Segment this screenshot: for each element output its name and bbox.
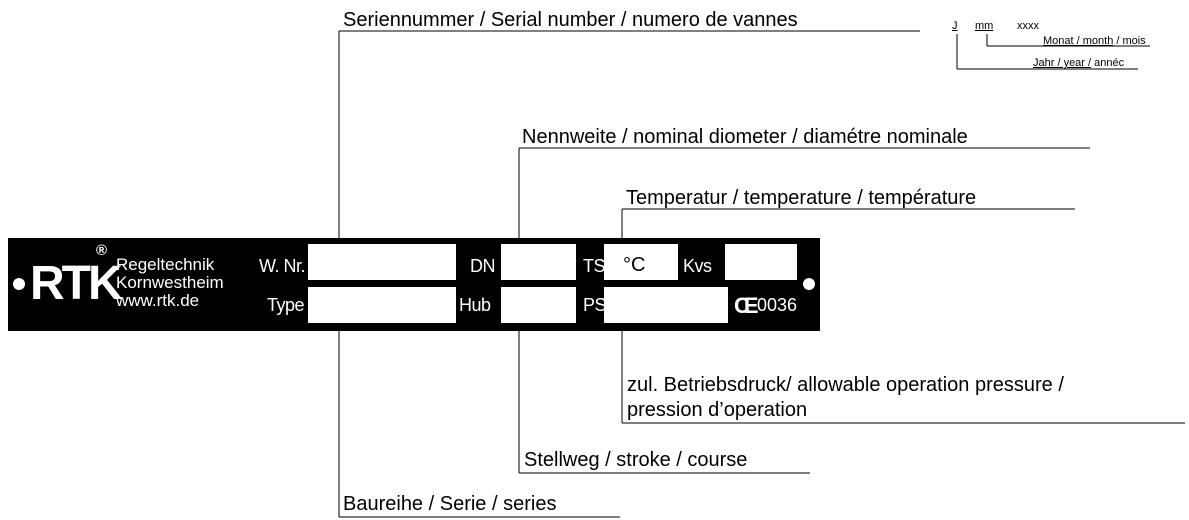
field-ps (604, 287, 728, 323)
field-type (308, 287, 456, 323)
label-type: Type (267, 295, 305, 315)
stroke-label: Stellweg / stroke / course (524, 449, 748, 471)
format-month-legend: Monat / month / mois (1043, 35, 1146, 48)
ce-mark: CE (734, 293, 758, 318)
format-number-code: xxxx (1017, 20, 1039, 32)
format-month-legend-b: / mois (1113, 35, 1146, 47)
nameplate: RTK ® Regeltechnik Kornwestheim www.rtk.… (8, 238, 820, 331)
mounting-hole-right (803, 278, 815, 290)
serial-number-label: Seriennummer / Serial number / numero de… (343, 9, 798, 31)
label-kvs: Kvs (683, 256, 712, 276)
label-ts: TS (583, 256, 606, 276)
temperature-label: Temperatur / temperature / température (626, 187, 977, 209)
pressure-label-line2: pression d’operation (627, 399, 808, 421)
format-year-legend-b: annéc (1091, 57, 1125, 69)
field-hub (501, 287, 576, 323)
format-month-legend-a: Monat / month (1043, 35, 1114, 47)
label-hub: Hub (459, 295, 491, 315)
field-wnr (308, 244, 456, 280)
format-month-code: mm (975, 20, 994, 32)
mounting-hole-left (13, 278, 25, 290)
company-website: www.rtk.de (116, 291, 200, 310)
ce-number: 0036 (757, 295, 798, 315)
rtk-logo: RTK (30, 257, 123, 310)
company-city: Kornwestheim (116, 273, 224, 292)
format-year-code: J (952, 20, 958, 32)
field-kvs (725, 244, 797, 280)
company-name: Regeltechnik (116, 255, 215, 274)
unit-celsius: °C (623, 254, 646, 276)
nominal-diameter-label: Nennweite / nominal diometer / diamétre … (522, 126, 968, 148)
format-year-legend: Jahr / year / annéc (1033, 57, 1124, 70)
format-year-legend-a: Jahr / year / (1033, 57, 1092, 69)
label-wnr: W. Nr. (259, 256, 306, 276)
label-ps: PS (583, 295, 607, 315)
registered-mark: ® (96, 242, 108, 259)
pressure-label-line1: zul. Betriebsdruck/ allowable operation … (627, 374, 1064, 396)
field-dn (501, 244, 576, 280)
field-ts: °C (604, 244, 678, 280)
series-label: Baureihe / Serie / series (343, 493, 557, 515)
label-dn: DN (470, 256, 496, 276)
